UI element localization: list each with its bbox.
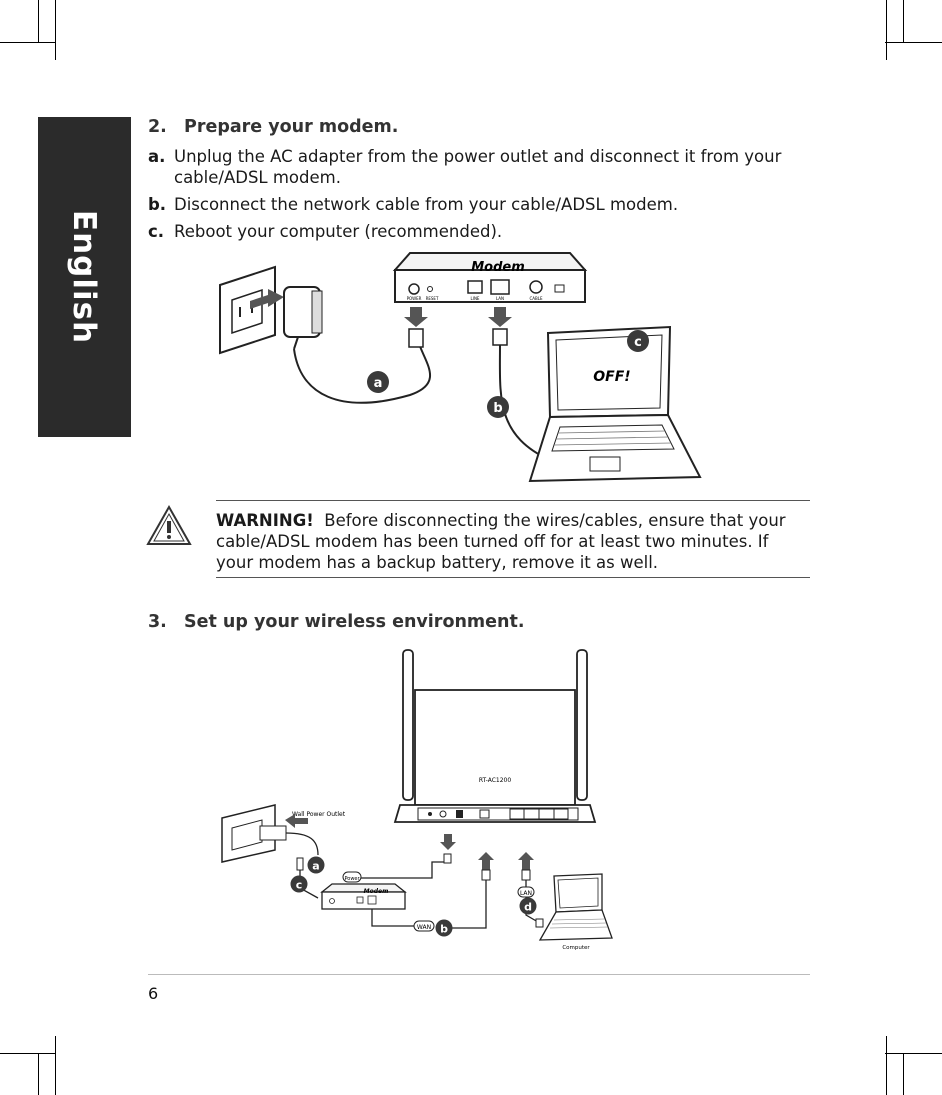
crop-mark bbox=[903, 0, 904, 42]
modem-icon: Modem bbox=[320, 883, 407, 910]
svg-text:c: c bbox=[634, 335, 642, 350]
step-c-label: c. bbox=[148, 222, 165, 241]
modem-label: Modem bbox=[364, 888, 389, 895]
svg-text:b: b bbox=[440, 923, 448, 936]
power-tag: Power bbox=[344, 876, 360, 882]
footer-rule bbox=[148, 974, 810, 975]
crop-mark bbox=[38, 0, 39, 42]
step-a: a. Unplug the AC adapter from the power … bbox=[148, 146, 794, 188]
modem-icon: Modem POWER RESET LINE LAN CABLE bbox=[392, 252, 588, 303]
section-3-number: 3. bbox=[148, 612, 167, 632]
crop-mark bbox=[38, 1053, 39, 1095]
step-a-text: Unplug the AC adapter from the power out… bbox=[174, 147, 782, 187]
step-c: c. Reboot your computer (recommended). bbox=[148, 221, 794, 242]
crop-mark bbox=[885, 42, 942, 43]
callout-c: c bbox=[627, 330, 649, 352]
callout-d: d bbox=[519, 897, 537, 915]
crop-mark bbox=[55, 0, 56, 60]
svg-text:a: a bbox=[312, 860, 319, 873]
screen-text: OFF! bbox=[593, 369, 630, 385]
svg-text:d: d bbox=[524, 901, 532, 914]
callout-c: c bbox=[290, 875, 308, 893]
wan-tag: WAN bbox=[417, 924, 431, 931]
step-b-text: Disconnect the network cable from your c… bbox=[174, 195, 679, 214]
warning-text: Before disconnecting the wires/cables, e… bbox=[216, 511, 786, 572]
crop-mark bbox=[55, 1036, 56, 1095]
section-2-title: Prepare your modem. bbox=[184, 117, 399, 137]
computer-icon bbox=[538, 873, 613, 941]
antenna-right bbox=[576, 649, 588, 801]
step-c-text: Reboot your computer (recommended). bbox=[174, 222, 503, 241]
crop-mark bbox=[903, 1053, 904, 1095]
computer-label: Computer bbox=[562, 945, 590, 951]
callout-a: a bbox=[307, 856, 325, 874]
section-3-heading: 3. Set up your wireless environment. bbox=[148, 612, 525, 632]
port-label: POWER bbox=[407, 296, 422, 301]
step-a-label: a. bbox=[148, 147, 166, 166]
router-model: RT-AC1200 bbox=[479, 777, 512, 784]
warning-box: WARNING! Before disconnecting the wires/… bbox=[216, 500, 810, 578]
svg-text:b: b bbox=[493, 401, 502, 416]
modem-label: Modem bbox=[471, 260, 525, 275]
warning-icon bbox=[146, 504, 192, 545]
lan-tag: LAN bbox=[520, 890, 532, 897]
language-tab-label: English bbox=[66, 209, 102, 345]
router-icon: RT-AC1200 bbox=[393, 689, 597, 823]
step-b-label: b. bbox=[148, 195, 167, 214]
svg-text:c: c bbox=[296, 879, 303, 892]
step-b: b. Disconnect the network cable from you… bbox=[148, 194, 794, 215]
crop-mark bbox=[886, 1036, 887, 1095]
warning-label: WARNING! bbox=[216, 511, 314, 530]
wireless-setup-diagram: RT-AC1200 Wall Power Outlet Power Modem bbox=[221, 649, 613, 951]
port-label: RESET bbox=[426, 296, 439, 301]
language-tab: English bbox=[38, 117, 131, 437]
wall-outlet-icon bbox=[221, 804, 276, 863]
callout-b: b bbox=[435, 919, 453, 937]
laptop-icon: OFF! bbox=[528, 325, 702, 483]
section-2-number: 2. bbox=[148, 117, 167, 137]
callout-a: a bbox=[367, 371, 389, 393]
antenna-left bbox=[402, 649, 414, 801]
port-label: LINE bbox=[471, 296, 480, 301]
crop-mark bbox=[0, 1053, 55, 1054]
section-2-heading: 2. Prepare your modem. bbox=[148, 117, 398, 137]
svg-text:a: a bbox=[374, 376, 383, 391]
callout-b: b bbox=[487, 396, 509, 418]
modem-disconnect-diagram: Modem POWER RESET LINE LAN CABLE OFF! a bbox=[219, 252, 702, 483]
wall-outlet-icon bbox=[219, 265, 276, 355]
crop-mark bbox=[885, 1053, 942, 1054]
section-3-title: Set up your wireless environment. bbox=[184, 612, 525, 632]
port-label: CABLE bbox=[529, 296, 543, 301]
warning-paragraph: WARNING! Before disconnecting the wires/… bbox=[216, 510, 810, 573]
crop-mark bbox=[0, 42, 55, 43]
page-number: 6 bbox=[148, 984, 159, 1003]
crop-mark bbox=[886, 0, 887, 60]
port-label: LAN bbox=[496, 296, 504, 301]
ac-adapter-icon bbox=[283, 286, 323, 350]
wall-outlet-label: Wall Power Outlet bbox=[292, 811, 346, 818]
